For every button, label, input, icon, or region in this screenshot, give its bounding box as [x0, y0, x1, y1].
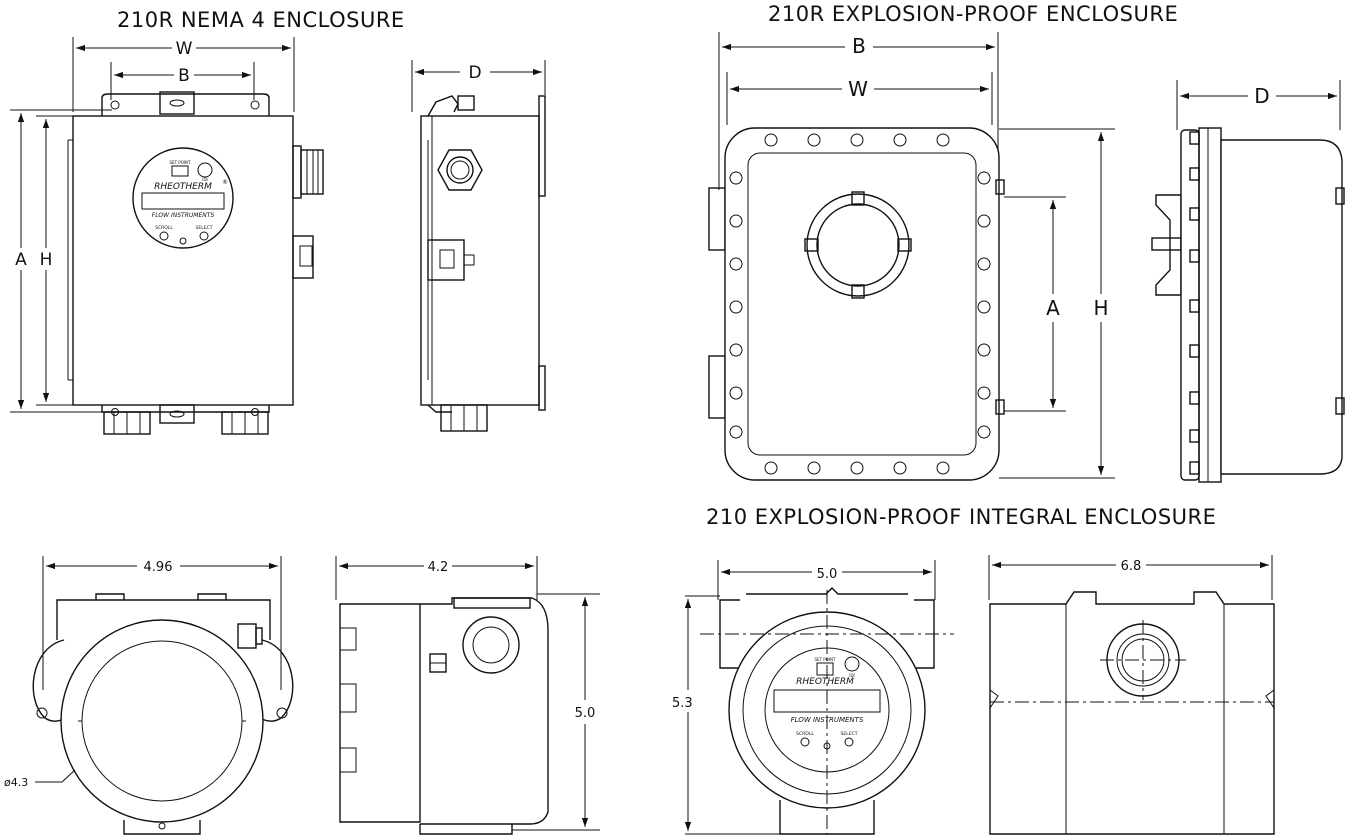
title-explosion-proof-enclosure: 210R EXPLOSION-PROOF ENCLOSURE: [768, 2, 1179, 26]
svg-text:SELECT: SELECT: [841, 731, 858, 737]
title-integral-enclosure: 210 EXPLOSION-PROOF INTEGRAL ENCLOSURE: [706, 505, 1217, 529]
svg-text:SET POINT: SET POINT: [815, 657, 837, 662]
svg-text:SET POINT: SET POINT: [170, 160, 192, 165]
nema4-front-view: W B: [10, 37, 324, 435]
title-nema4-enclosure: 210R NEMA 4 ENCLOSURE: [117, 8, 405, 32]
xp-d-label: D: [1254, 84, 1269, 108]
display-scroll-label: SCROLL: [155, 225, 173, 231]
round-width-label: 4.96: [144, 560, 173, 575]
display-select-label: SELECT: [196, 225, 213, 231]
round-height-label: 5.0: [575, 706, 596, 721]
svg-text:RHEOTHERM: RHEOTHERM: [796, 677, 854, 687]
xp-b-label: B: [852, 34, 866, 58]
xp-front-view: B W: [708, 32, 1115, 481]
integral-display: SET POINT IDI RHEOTHERM FLOW INSTRUMENTS…: [773, 656, 881, 750]
round-depth-label: 4.2: [428, 560, 449, 575]
svg-text:®: ®: [222, 179, 228, 186]
nema4-b-label: B: [178, 66, 190, 86]
display-badge: IDI: [202, 177, 207, 182]
round-diameter-label: ø4.3: [4, 776, 28, 789]
nema4-a-label: A: [15, 250, 27, 270]
display-maker: FLOW INSTRUMENTS: [152, 212, 215, 219]
integral-front-view: 5.0 SET POINT IDI RHEOTHERM FLOW INSTRUM…: [672, 560, 954, 835]
integral-height-label: 5.3: [672, 696, 693, 711]
xp-w-label: W: [848, 77, 868, 101]
integral-width-label: 5.0: [817, 567, 838, 582]
svg-text:FLOW INSTRUMENTS: FLOW INSTRUMENTS: [791, 716, 864, 724]
nema4-display: SET POINT IDI RHEOTHERM ® FLOW INSTRUMEN…: [132, 147, 234, 249]
xp-a-label: A: [1046, 296, 1060, 320]
display-brand: RHEOTHERM: [154, 182, 212, 192]
nema4-d-label: D: [468, 63, 481, 83]
round-side-view: 4.2 5.0: [335, 556, 600, 835]
xp-h-label: H: [1093, 296, 1108, 320]
nema4-side-view: D: [411, 60, 546, 432]
xp-side-view: D: [1151, 80, 1345, 483]
nema4-width-label: W: [176, 39, 193, 59]
xp-window: [804, 191, 912, 299]
nema4-h-label: H: [40, 250, 53, 270]
select-button-icon: [199, 231, 209, 241]
integral-depth-label: 6.8: [1121, 559, 1142, 574]
integral-side-view: 6.8: [988, 555, 1275, 835]
svg-text:IDI: IDI: [849, 673, 854, 678]
scroll-button-icon: [159, 231, 169, 241]
round-front-view: 4.96 ø4.3: [4, 556, 294, 835]
center-button-icon: [179, 237, 187, 245]
svg-text:SCROLL: SCROLL: [796, 731, 814, 737]
xp-bolt-holes: [729, 133, 991, 475]
